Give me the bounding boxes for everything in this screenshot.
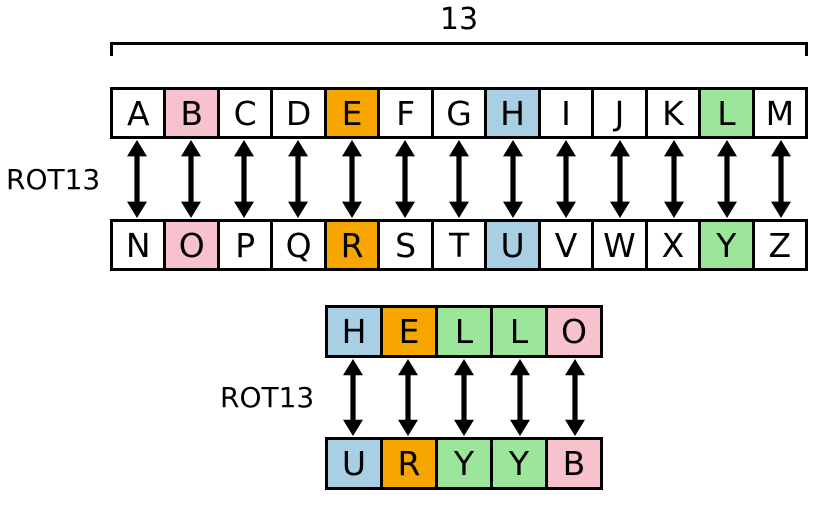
letter-cell-a-0: A — [113, 90, 167, 136]
double-arrow-icon — [436, 358, 492, 437]
double-arrow-icon — [378, 139, 432, 219]
double-arrow-icon — [432, 139, 486, 219]
letter-cell-n-0: N — [113, 222, 167, 268]
letter-cell-o-1: O — [166, 222, 220, 268]
letter-cell-d-3: D — [273, 90, 327, 136]
letter-cell-p-2: P — [219, 222, 274, 268]
double-arrow-icon — [164, 139, 218, 219]
letter-cell-h-7: H — [487, 90, 541, 136]
letter-cell-l-3: L — [493, 308, 548, 355]
rot13-label-alphabet: ROT13 — [6, 163, 101, 196]
letter-cell-q-3: Q — [273, 222, 327, 268]
double-arrow-icon — [217, 139, 271, 219]
letter-cell-y-11: Y — [701, 222, 755, 268]
double-arrow-icon — [701, 139, 755, 219]
span-13-label: 13 — [439, 2, 479, 37]
letter-cell-w-9: W — [594, 222, 648, 268]
letter-cell-m-12: M — [754, 90, 806, 136]
letter-cell-j-9: J — [594, 90, 648, 136]
letter-cell-r-4: R — [326, 222, 381, 268]
double-arrow-icon — [547, 358, 603, 437]
letter-cell-o-4: O — [548, 308, 600, 355]
letter-cell-y-3: Y — [493, 440, 548, 487]
double-arrow-icon — [325, 358, 381, 437]
letter-cell-s-5: S — [380, 222, 434, 268]
letter-cell-f-5: F — [380, 90, 434, 136]
letter-cell-k-10: K — [647, 90, 702, 136]
letter-cell-c-2: C — [219, 90, 274, 136]
double-arrow-icon — [540, 139, 594, 219]
letter-cell-r-1: R — [383, 440, 438, 487]
letter-cell-y-2: Y — [438, 440, 493, 487]
example-arrows — [325, 358, 603, 437]
span-13-bracket — [110, 42, 808, 56]
letter-cell-z-12: Z — [754, 222, 806, 268]
letter-cell-u-0: U — [328, 440, 383, 487]
rot13-label-example: ROT13 — [220, 381, 315, 414]
double-arrow-icon — [271, 139, 325, 219]
letter-cell-g-6: G — [433, 90, 488, 136]
letter-cell-b-1: B — [166, 90, 220, 136]
double-arrow-icon — [486, 139, 540, 219]
alphabet-arrows — [110, 139, 808, 219]
letter-cell-t-6: T — [433, 222, 488, 268]
letter-cell-b-4: B — [548, 440, 600, 487]
double-arrow-icon — [754, 139, 808, 219]
letter-cell-e-1: E — [383, 308, 438, 355]
letter-cell-i-8: I — [540, 90, 595, 136]
letter-cell-l-2: L — [438, 308, 493, 355]
letter-cell-u-7: U — [487, 222, 541, 268]
double-arrow-icon — [647, 139, 701, 219]
letter-cell-x-10: X — [647, 222, 702, 268]
double-arrow-icon — [381, 358, 437, 437]
double-arrow-icon — [492, 358, 548, 437]
letter-cell-e-4: E — [326, 90, 381, 136]
letter-cell-v-8: V — [540, 222, 595, 268]
double-arrow-icon — [325, 139, 379, 219]
double-arrow-icon — [593, 139, 647, 219]
double-arrow-icon — [110, 139, 164, 219]
letter-cell-l-11: L — [701, 90, 755, 136]
letter-cell-h-0: H — [328, 308, 383, 355]
